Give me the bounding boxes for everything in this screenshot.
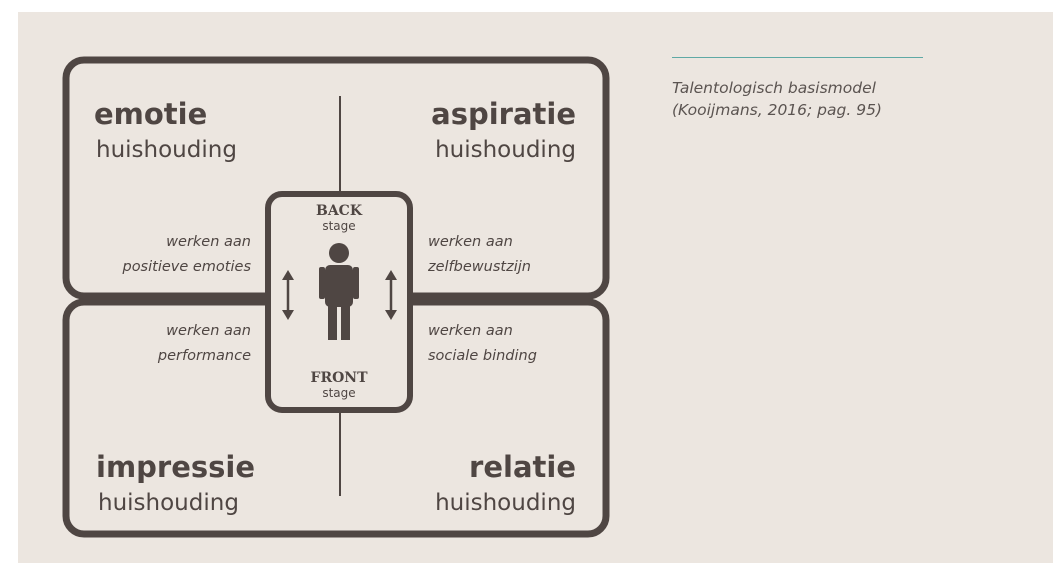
- task-relatie-line1: werken aan: [428, 323, 513, 339]
- double-arrow-vertical-icon: [385, 270, 397, 320]
- task-relatie-line2: sociale binding: [428, 348, 537, 364]
- front-stage-sub: stage: [322, 386, 355, 400]
- task-aspiratie-line2: zelfbewustzijn: [427, 259, 531, 275]
- task-impressie-line2: performance: [157, 348, 251, 364]
- figure-caption: Talentologisch basismodel (Kooijmans, 20…: [672, 77, 972, 121]
- content-panel: [18, 12, 1053, 563]
- double-arrow-vertical-icon: [282, 270, 294, 320]
- back-stage-sub: stage: [322, 219, 355, 233]
- quadrant-subtitle-relatie: huishouding: [435, 490, 576, 516]
- caption-line-2: (Kooijmans, 2016; pag. 95): [672, 101, 882, 119]
- caption-rule: [672, 57, 923, 58]
- quadrant-title-emotie: emotie: [94, 97, 207, 131]
- back-stage-title: BACK: [316, 203, 363, 219]
- task-impressie-line1: werken aan: [166, 323, 251, 339]
- quadrant-subtitle-emotie: huishouding: [96, 137, 237, 163]
- quadrant-title-relatie: relatie: [469, 450, 576, 484]
- task-emotie-line1: werken aan: [166, 234, 251, 250]
- caption-line-1: Talentologisch basismodel: [672, 79, 876, 97]
- quadrant-title-impressie: impressie: [96, 450, 255, 484]
- task-aspiratie-line1: werken aan: [428, 234, 513, 250]
- person-icon: [319, 243, 359, 340]
- quadrant-title-aspiratie: aspiratie: [431, 97, 576, 131]
- quadrant-subtitle-impressie: huishouding: [98, 490, 239, 516]
- quadrant-subtitle-aspiratie: huishouding: [435, 137, 576, 163]
- task-emotie-line2: positieve emoties: [121, 259, 251, 275]
- front-stage-title: FRONT: [311, 370, 369, 386]
